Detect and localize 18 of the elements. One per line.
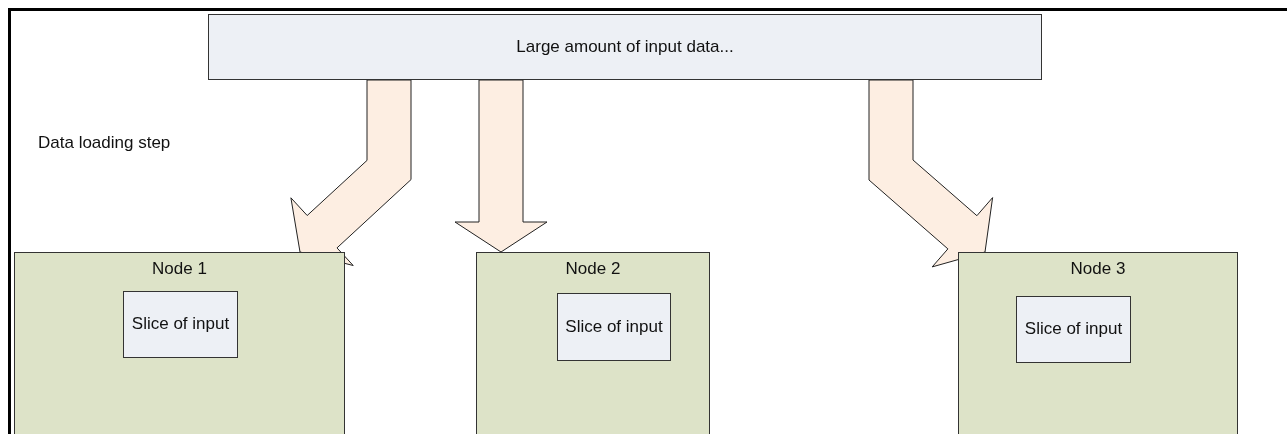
node-title: Node 3: [1070, 259, 1126, 279]
step-note: Data loading step: [38, 133, 171, 153]
block-arrow: [290, 79, 412, 266]
box-label: Slice of input: [565, 316, 663, 338]
block-arrow: [454, 79, 548, 253]
slice-box: [557, 293, 671, 361]
box-label: Slice of input: [1024, 319, 1123, 340]
node-panel: [958, 252, 1238, 434]
box-label: Large amount of input data...: [516, 37, 734, 57]
box-label: Slice of input: [131, 314, 230, 335]
slice-box: [1016, 296, 1131, 363]
node-panel: [14, 252, 345, 434]
node-title: Node 1: [152, 259, 207, 279]
node-panel: [476, 252, 710, 434]
node-title: Node 2: [565, 259, 621, 279]
slice-box: [123, 291, 238, 358]
block-arrow: [868, 79, 994, 268]
data-box: [208, 14, 1042, 80]
